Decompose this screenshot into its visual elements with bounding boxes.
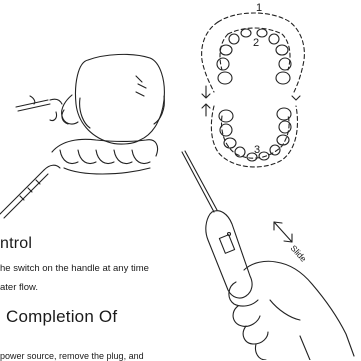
section-heading-completion: Completion Of (6, 307, 117, 327)
irrigator-device (182, 151, 252, 298)
arch-label-3: 3 (254, 144, 260, 156)
control-text-line-1: he switch on the handle at any time (0, 264, 149, 274)
spray-lines (136, 76, 146, 96)
irrigator-nozzle-bottom (0, 165, 60, 218)
upper-arch (202, 13, 305, 92)
arch-arrows (202, 86, 300, 116)
arch-label-2: 2 (253, 37, 259, 49)
slide-arrow (274, 222, 292, 242)
control-text-line-2: ater flow. (0, 283, 38, 293)
head-outline (76, 54, 165, 144)
irrigator-nozzle-top (16, 96, 62, 121)
section-heading-control: ntrol (0, 235, 32, 253)
arch-label-1: 1 (256, 2, 262, 14)
lower-arch (211, 106, 297, 167)
lower-teeth-row (52, 139, 158, 174)
hand (229, 261, 354, 360)
